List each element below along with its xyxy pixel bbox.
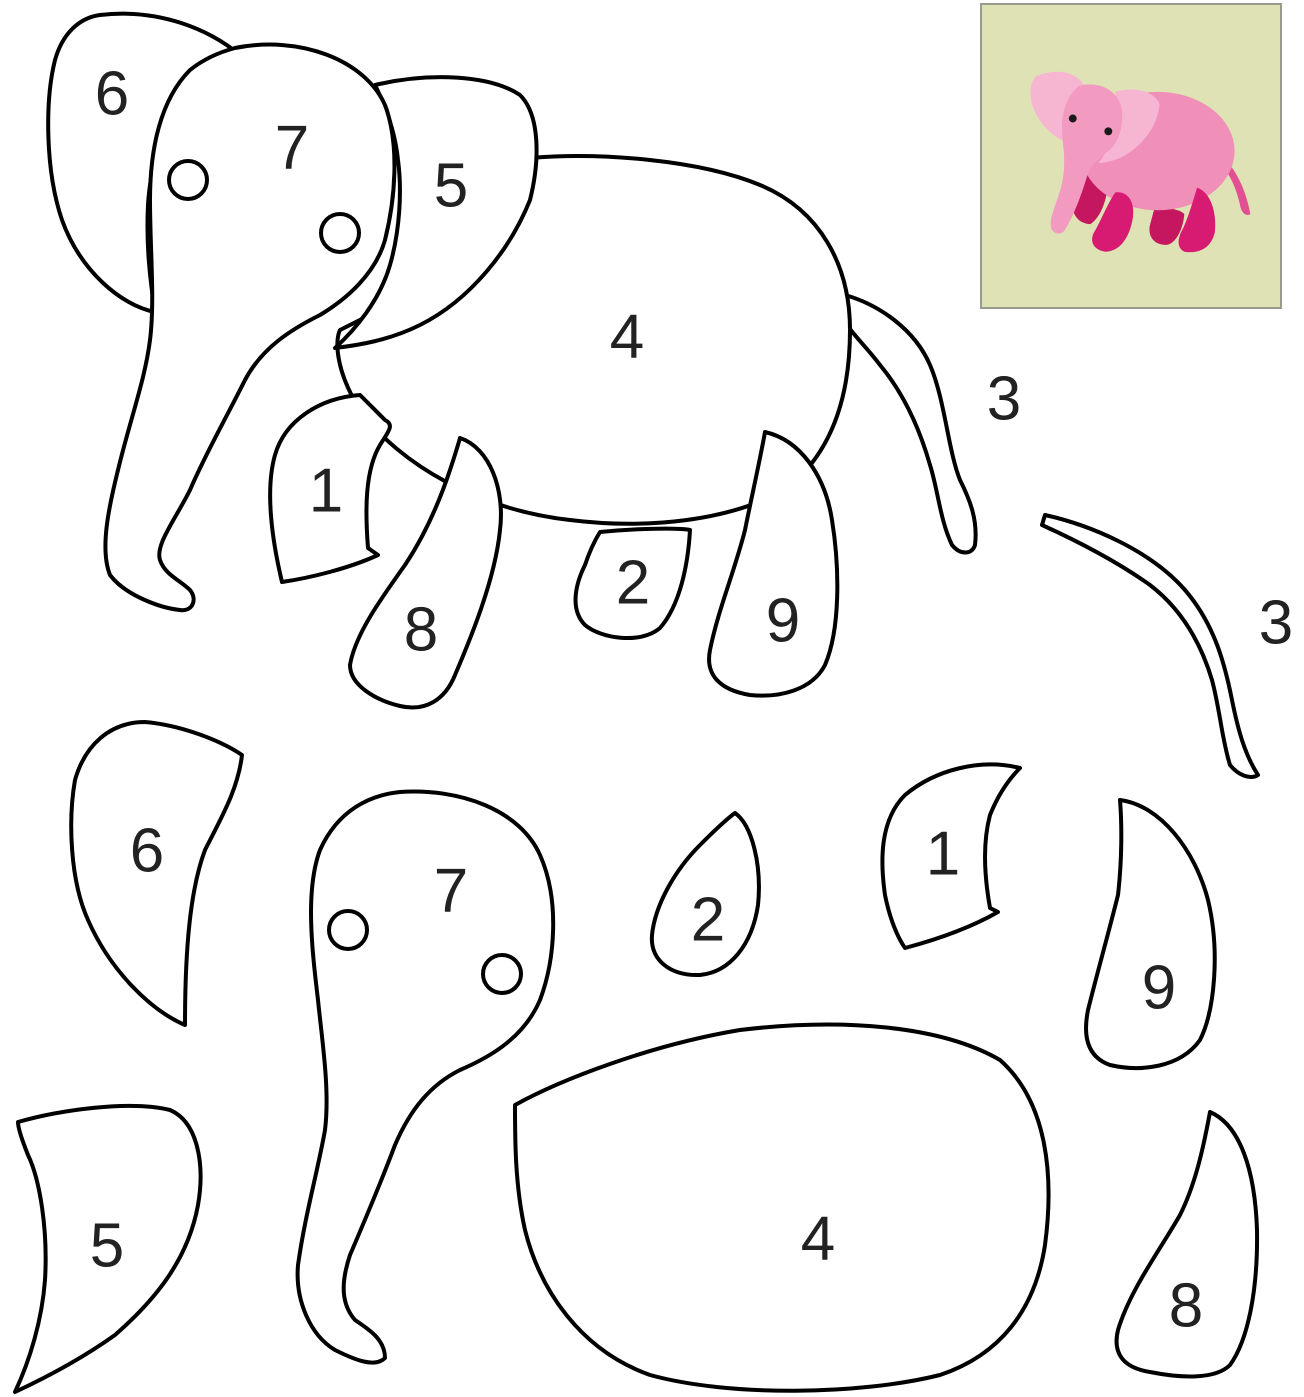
assembled-label-1: 1 <box>309 456 343 525</box>
assembled-label-8: 8 <box>404 595 438 664</box>
piece-3-tail <box>1042 515 1258 777</box>
pink-elephant-image <box>982 5 1280 307</box>
label-1: 1 <box>926 819 960 888</box>
assembled-piece-3-tail <box>845 295 976 553</box>
separate-pieces: 6 7 2 1 3 9 5 4 8 <box>15 515 1293 1392</box>
finished-applique-preview <box>980 3 1282 309</box>
label-7: 7 <box>434 856 468 925</box>
piece-7-head <box>298 792 554 1363</box>
assembled-eye-right <box>321 214 359 252</box>
assembled-piece-8-leg <box>350 438 501 708</box>
piece-9-leg <box>1086 800 1215 1068</box>
label-6: 6 <box>130 816 164 885</box>
assembled-eye-left <box>169 161 207 199</box>
label-8: 8 <box>1169 1271 1203 1340</box>
assembled-label-5: 5 <box>434 151 468 220</box>
assembled-label-3: 3 <box>987 364 1021 433</box>
assembled-label-4: 4 <box>610 302 644 371</box>
piece-7-eye-right <box>483 955 521 993</box>
piece-7-eye-left <box>329 911 367 949</box>
assembled-label-6: 6 <box>95 59 129 128</box>
piece-4-body <box>515 1025 1049 1391</box>
label-9: 9 <box>1142 953 1176 1022</box>
assembled-label-2: 2 <box>616 548 650 617</box>
assembled-label-9: 9 <box>766 586 800 655</box>
assembled-label-7: 7 <box>275 113 309 182</box>
assembled-elephant: 6 7 5 4 3 1 2 8 9 <box>48 14 1021 708</box>
label-5: 5 <box>90 1211 124 1280</box>
label-2: 2 <box>691 885 725 954</box>
label-3: 3 <box>1259 588 1293 657</box>
label-4: 4 <box>801 1204 835 1273</box>
